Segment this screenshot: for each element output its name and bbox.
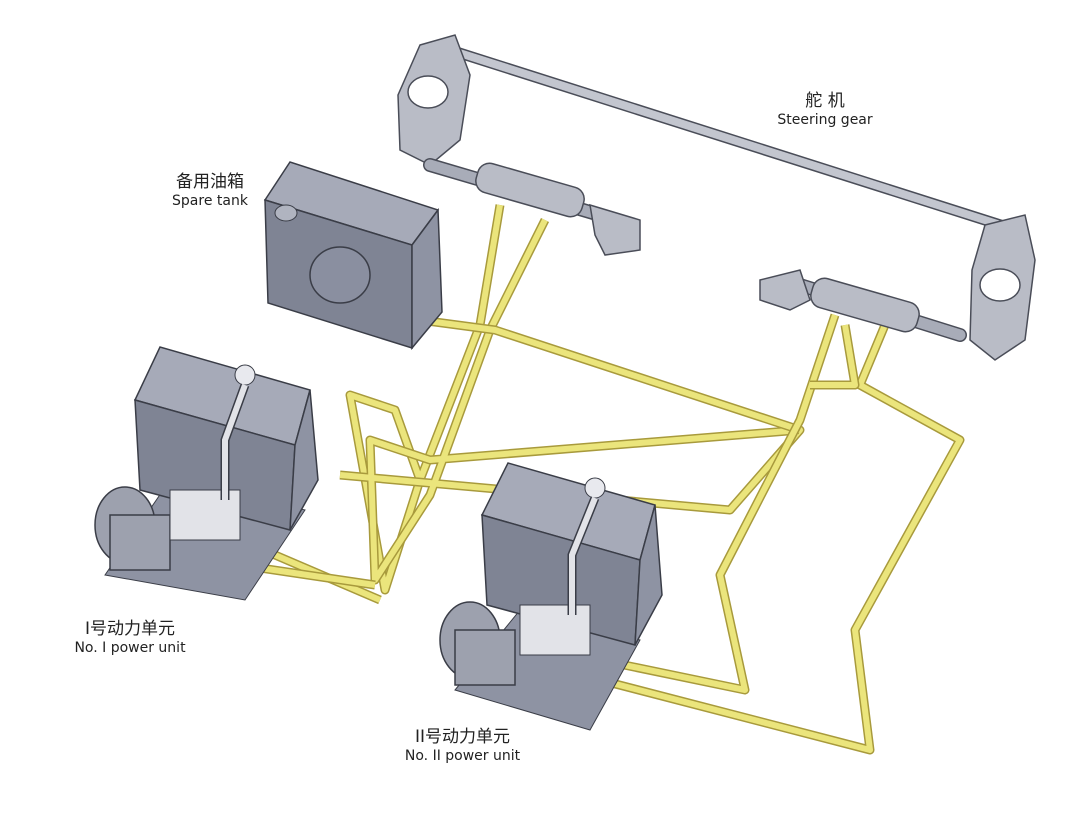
inspection-cover <box>309 246 371 304</box>
label-power-unit-2: II号动力单元 No. II power unit <box>375 727 550 764</box>
power-unit-2 <box>439 462 663 731</box>
valve-block-2 <box>519 604 591 656</box>
hydraulic-pipes <box>238 204 965 755</box>
label-power-unit-1: I号动力单元 No. I power unit <box>40 619 220 656</box>
cylinder-mount-right <box>759 269 811 311</box>
steering-gear <box>397 34 1036 361</box>
power-unit-1 <box>94 346 319 601</box>
label-en: No. II power unit <box>404 747 521 764</box>
pipe-network-left <box>238 204 805 605</box>
cylinder-mount-left <box>589 203 641 256</box>
label-zh: I号动力单元 <box>84 619 175 639</box>
label-en: No. I power unit <box>74 639 186 656</box>
label-zh: 备用油箱 <box>176 172 244 192</box>
label-en: Spare tank <box>172 192 248 209</box>
filter-cap-1 <box>234 364 256 386</box>
spare-tank <box>263 161 443 351</box>
label-spare-tank: 备用油箱 Spare tank <box>155 172 265 209</box>
filter-cap-2 <box>584 477 606 499</box>
pipe-network-right <box>598 313 965 755</box>
label-zh: II号动力单元 <box>414 727 511 747</box>
label-en: Steering gear <box>777 111 873 128</box>
label-zh: 舵 机 <box>805 91 845 111</box>
label-steering-gear: 舵 机 Steering gear <box>760 91 890 128</box>
